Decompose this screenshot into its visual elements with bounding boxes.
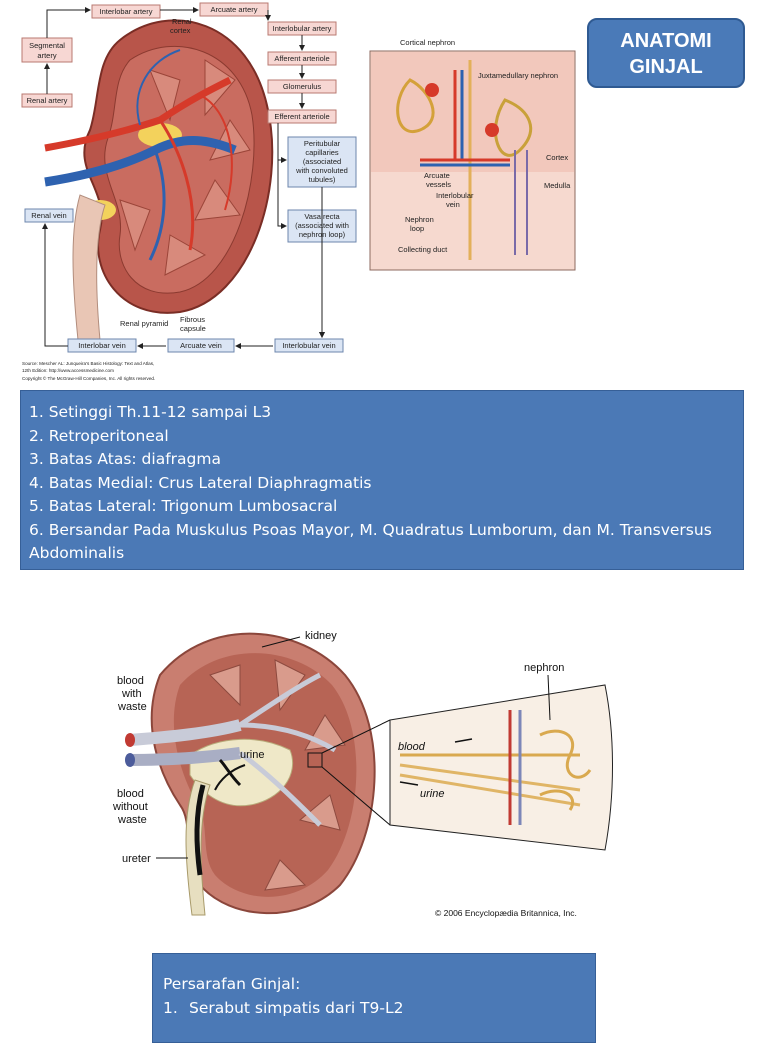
page-title: ANATOMI GINJAL bbox=[587, 18, 745, 88]
label-segmental-artery: Segmental bbox=[29, 41, 65, 50]
label-blood-with-waste: blood bbox=[117, 675, 144, 687]
svg-text:cortex: cortex bbox=[170, 26, 191, 35]
svg-text:(associated: (associated bbox=[303, 157, 341, 166]
svg-text:waste: waste bbox=[117, 814, 147, 826]
svg-text:capillaries: capillaries bbox=[305, 148, 339, 157]
nerve-heading: Persarafan Ginjal: bbox=[163, 975, 301, 993]
renal-circulation-diagram: Interlobar artery Arcuate artery Renal c… bbox=[21, 2, 576, 381]
label-ureter: ureter bbox=[122, 853, 151, 865]
nerve-item: 1. Serabut simpatis dari T9-L2 bbox=[163, 996, 585, 1020]
label-arcuate-vein: Arcuate vein bbox=[180, 341, 222, 350]
svg-text:waste: waste bbox=[117, 701, 147, 713]
label-interlobular-artery: Interlobular artery bbox=[273, 24, 332, 33]
label-kidney: kidney bbox=[305, 630, 337, 642]
label-urine-inset: urine bbox=[420, 788, 444, 800]
label-nephron: nephron bbox=[524, 662, 564, 674]
svg-text:vein: vein bbox=[446, 200, 460, 209]
label-cortex: Cortex bbox=[546, 153, 568, 162]
label-interlobar-artery: Interlobar artery bbox=[100, 7, 153, 16]
svg-text:Renal: Renal bbox=[172, 17, 192, 26]
kidney-nephron-diagram: kidney nephron blood with waste blood wi… bbox=[112, 630, 613, 918]
svg-text:loop: loop bbox=[410, 224, 424, 233]
fact-item: 3. Batas Atas: diafragma bbox=[29, 450, 221, 468]
nerve-item-text: Serabut simpatis dari T9-L2 bbox=[189, 999, 404, 1017]
source-line-1: Source: Mescher AL: Junqueira's Basic Hi… bbox=[22, 361, 154, 366]
facts-list: 1. Setinggi Th.11-12 sampai L3 2. Retrop… bbox=[29, 401, 735, 566]
renal-artery-vessel bbox=[44, 76, 232, 152]
label-arcuate-vessels: Arcuate bbox=[424, 171, 450, 180]
fact-item: 5. Batas Lateral: Trigonum Lumbosacral bbox=[29, 497, 338, 515]
svg-text:with: with bbox=[121, 688, 142, 700]
label-collecting-duct: Collecting duct bbox=[398, 245, 448, 254]
ureter bbox=[72, 194, 106, 341]
nerve-supply-box: Persarafan Ginjal: 1. Serabut simpatis da… bbox=[152, 953, 596, 1043]
kidney-facts-box: 1. Setinggi Th.11-12 sampai L3 2. Retrop… bbox=[20, 390, 744, 570]
fact-item: 1. Setinggi Th.11-12 sampai L3 bbox=[29, 403, 272, 421]
label-interlobular-vein-box: Interlobular vein bbox=[282, 341, 335, 350]
label-juxtamedullary-nephron: Juxtamedullary nephron bbox=[478, 71, 558, 80]
label-glomerulus: Glomerulus bbox=[283, 82, 322, 91]
label-fibrous-capsule: Fibrous bbox=[180, 315, 205, 324]
label-interlobular-vein: Interlobular bbox=[436, 191, 474, 200]
label-nephron-loop: Nephron bbox=[405, 215, 434, 224]
label-renal-pyramid: Renal pyramid bbox=[120, 319, 168, 328]
svg-text:with convoluted: with convoluted bbox=[295, 166, 348, 175]
label-efferent-arteriole: Efferent arteriole bbox=[274, 112, 329, 121]
label-renal-vein: Renal vein bbox=[31, 211, 66, 220]
svg-text:artery: artery bbox=[37, 51, 56, 60]
copyright-text: © 2006 Encyclopædia Britannica, Inc. bbox=[435, 908, 577, 918]
svg-text:vessels: vessels bbox=[426, 180, 451, 189]
source-line-3: Copyright © The McGraw-Hill Companies, I… bbox=[22, 375, 155, 381]
fact-item: 6. Bersandar Pada Muskulus Psoas Mayor, … bbox=[29, 520, 712, 563]
label-urine-kidney: urine bbox=[240, 749, 264, 761]
label-renal-artery: Renal artery bbox=[27, 96, 68, 105]
fact-item: 4. Batas Medial: Crus Lateral Diaphragma… bbox=[29, 473, 372, 492]
label-blood-without-waste: blood bbox=[117, 788, 144, 800]
label-cortical-nephron: Cortical nephron bbox=[400, 38, 455, 47]
nephron-inset-2 bbox=[389, 684, 613, 851]
label-afferent-arteriole: Afferent arteriole bbox=[274, 54, 329, 63]
nerve-item-number: 1. bbox=[163, 999, 178, 1017]
svg-text:without: without bbox=[112, 801, 148, 813]
label-medulla: Medulla bbox=[544, 181, 571, 190]
svg-text:tubules): tubules) bbox=[309, 175, 336, 184]
svg-text:capsule: capsule bbox=[180, 324, 206, 333]
label-peritubular-capillaries: Peritubular bbox=[304, 139, 341, 148]
label-interlobar-vein: Interlobar vein bbox=[78, 341, 126, 350]
source-line-2: 12th Edition: http://www.accessmedicine.… bbox=[22, 368, 114, 373]
label-blood-inset: blood bbox=[398, 741, 426, 753]
label-arcuate-artery: Arcuate artery bbox=[210, 5, 257, 14]
fact-item: 2. Retroperitoneal bbox=[29, 426, 169, 445]
